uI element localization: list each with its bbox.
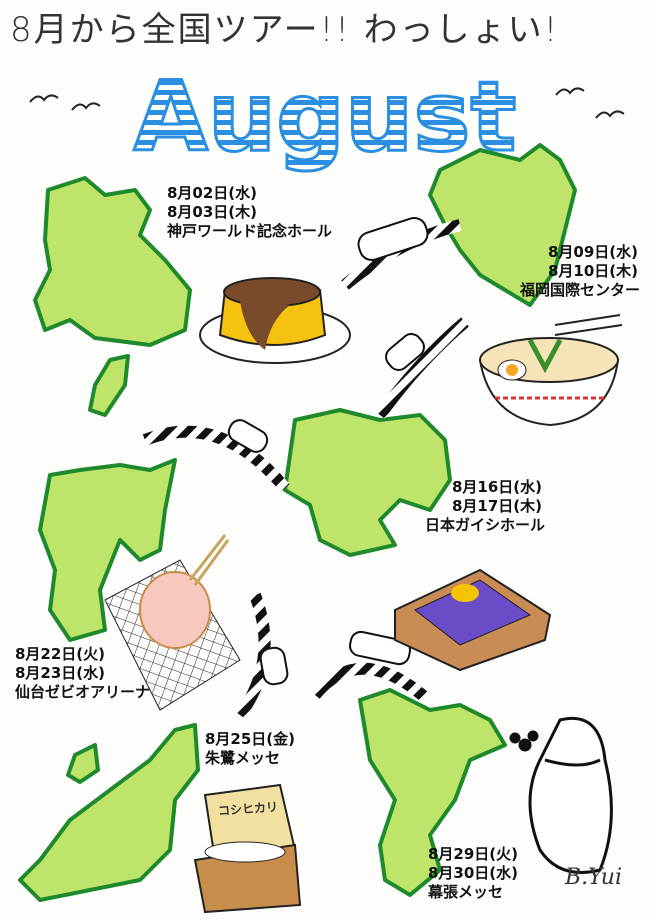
track-2 <box>375 317 469 419</box>
birds-icon <box>29 87 625 119</box>
signature: B.Yui <box>565 865 622 890</box>
ogura-toast-icon <box>394 568 552 672</box>
track-5 <box>310 662 432 705</box>
stop-date: 8月30日(水) <box>428 864 519 882</box>
pudding-icon <box>199 277 351 364</box>
stop-kobe: 8月02日(水) 8月03日(木) 神戸ワールド記念ホール <box>167 184 332 241</box>
map-hyogo <box>33 176 192 347</box>
grilled-beef-tongue-icon <box>104 534 241 711</box>
stop-date: 8月02日(水) <box>167 184 258 202</box>
stop-makuhari: 8月29日(火) 8月30日(水) 幕張メッセ <box>428 845 518 902</box>
stop-date: 8月29日(火) <box>428 845 519 863</box>
stop-date: 8月25日(金) <box>205 730 296 748</box>
month-title: August <box>134 61 517 173</box>
stop-niigata: 8月25日(金) 朱鷺メッセ <box>205 730 295 768</box>
stop-date: 8月10日(木) <box>548 262 639 280</box>
stop-date: 8月09日(水) <box>548 243 639 261</box>
stop-nagoya-venue: 日本ガイシホール <box>425 516 546 534</box>
train-icon <box>385 333 425 371</box>
stop-fukuoka: 8月09日(水) 8月10日(木) <box>548 243 638 281</box>
train-icon <box>227 419 269 453</box>
stop-date: 8月17日(木) <box>452 497 543 515</box>
map-niigata <box>18 723 200 902</box>
train-icon <box>259 646 289 686</box>
stop-date: 8月16日(水) <box>452 478 543 496</box>
map-chiba <box>358 688 507 897</box>
map-awaji <box>88 354 130 417</box>
map-sado <box>66 743 100 784</box>
rice-box-icon <box>193 783 302 914</box>
stop-venue: 仙台ゼビオアリーナ <box>15 683 151 701</box>
stop-date: 8月23日(水) <box>15 664 106 682</box>
stop-sendai: 8月22日(火) 8月23日(水) 仙台ゼビオアリーナ <box>15 645 150 702</box>
stop-nagoya: 8月16日(水) 8月17日(木) <box>452 478 542 516</box>
stop-venue: 幕張メッセ <box>428 883 504 901</box>
train-icon <box>357 216 429 262</box>
headline: 8月から全国ツアー!! わっしょい! <box>10 10 560 50</box>
stop-fukuoka-venue: 福岡国際センター <box>520 281 641 299</box>
ramen-icon <box>478 314 623 427</box>
glove-icon <box>509 716 613 874</box>
stop-date: 8月03日(木) <box>167 203 258 221</box>
map-aichi <box>283 408 452 557</box>
map-miyagi <box>38 458 177 642</box>
stop-venue: 朱鷺メッセ <box>205 749 281 767</box>
track-3 <box>142 425 290 492</box>
stop-date: 8月22日(火) <box>15 645 106 663</box>
stop-venue: 神戸ワールド記念ホール <box>167 222 333 240</box>
